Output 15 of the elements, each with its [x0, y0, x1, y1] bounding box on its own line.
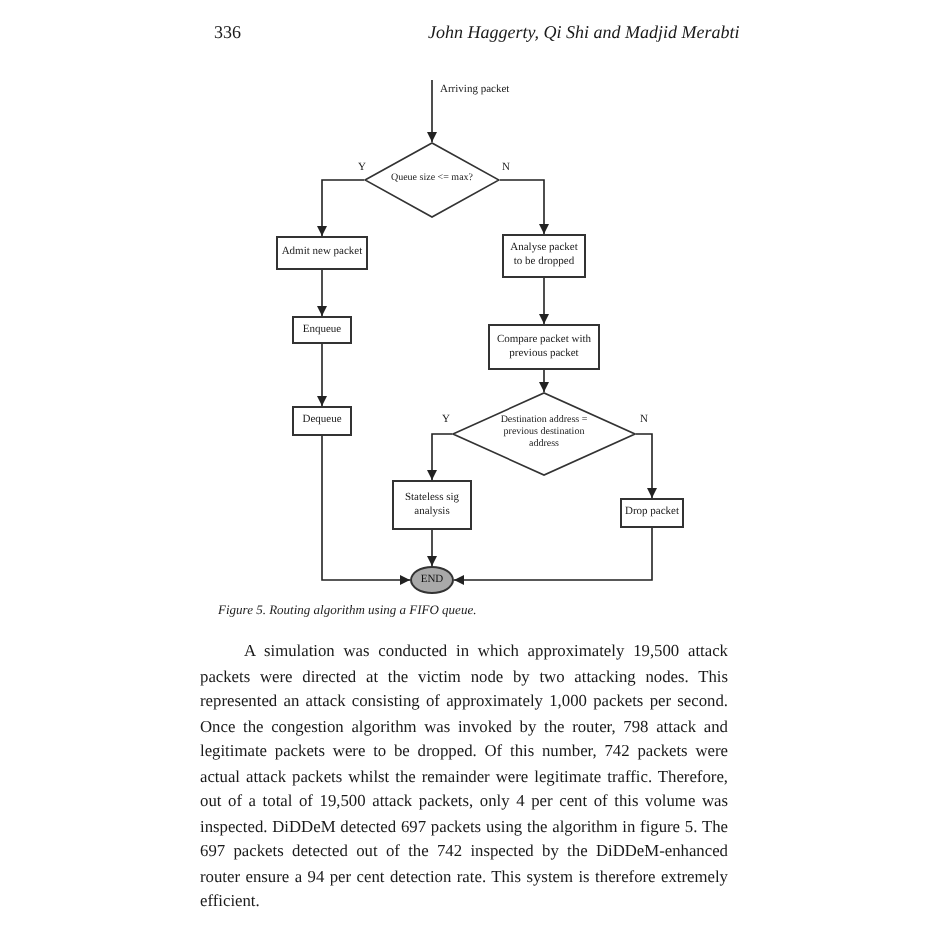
- body-paragraph: A simulation was conducted in which approximately 19,500 attack packets were directed at the victim node by two attacking nodes. This represented an attack consisting of approximately 1,000 packets per second. Once the congestion algorithm was invoked by the router, 798 attack and legitimate packets were to be dropped. Of this number, 742 packets were actual attack packets whilst the remainder were legitimate traffic. Therefore, out of a total of 19,500 attack packets, only 4 per cent of this volume was inspected. DiDDeM detected 697 packets using the algorithm in figure 5. The 697 packets detected out of the 742 inspected by the DiDDeM-enhanced router ensure a 94 per cent detection rate. This system is therefore extremely efficient.: [200, 640, 728, 914]
- arrow: [499, 179, 549, 235]
- running-header: John Haggerty, Qi Shi and Madjid Merabti: [428, 22, 740, 44]
- arrow: [453, 527, 653, 585]
- arrow: [317, 343, 327, 407]
- arrow: [539, 277, 549, 325]
- arrow: [427, 529, 437, 567]
- arrow: [321, 435, 411, 585]
- page-number: 336: [214, 22, 241, 44]
- arrow: [317, 179, 365, 237]
- arrow: [635, 433, 657, 499]
- arrow: [539, 369, 549, 393]
- arrow: [427, 433, 453, 481]
- arrow: [317, 269, 327, 317]
- arrow: [427, 79, 437, 143]
